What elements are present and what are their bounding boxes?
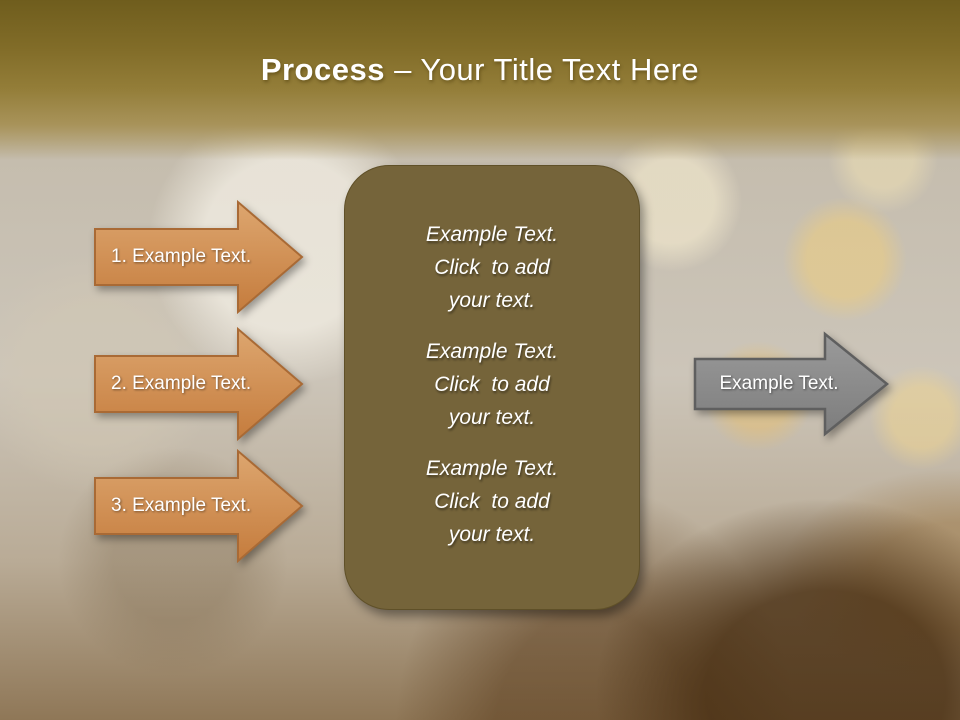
output-arrow-label: Example Text.: [719, 373, 839, 394]
text-line: Click to add: [434, 490, 550, 513]
text-line: Example Text.: [425, 223, 559, 246]
right-arrow-shape-icon: [693, 331, 889, 437]
text-line: Click to add: [434, 373, 550, 396]
center-text-box: Example Text. Click to add your text. Ex…: [344, 165, 640, 610]
text-line: your text.: [448, 289, 536, 312]
process-arrow-3-label: 3. Example Text.: [111, 495, 252, 516]
center-text-block-2: Example Text. Click to add your text.: [365, 335, 619, 434]
center-text-block-1: Example Text. Click to add your text.: [365, 218, 619, 317]
process-arrow-1: 1. Example Text.: [94, 199, 304, 315]
process-arrow-2: 2. Example Text.: [94, 326, 304, 442]
process-arrow-2-label: 2. Example Text.: [111, 373, 252, 394]
center-text-block-3: Example Text. Click to add your text.: [365, 452, 619, 551]
title-rest-part: – Your Title Text Here: [384, 52, 700, 87]
output-arrow: Example Text.: [693, 331, 889, 437]
process-arrow-3: 3. Example Text.: [94, 448, 304, 564]
process-arrow-1-label: 1. Example Text.: [111, 246, 252, 267]
text-line: Example Text.: [425, 457, 559, 480]
page-title: Process – Your Title Text Here: [0, 52, 960, 88]
title-bold-part: Process: [260, 52, 385, 87]
title-banner: Process – Your Title Text Here: [0, 0, 960, 160]
text-line: Example Text.: [425, 340, 559, 363]
right-arrow-shape-icon: [94, 199, 304, 315]
text-line: Click to add: [434, 256, 550, 279]
right-arrow-shape-icon: [94, 448, 304, 564]
text-line: your text.: [448, 406, 536, 429]
right-arrow-shape-icon: [94, 326, 304, 442]
text-line: your text.: [448, 523, 536, 546]
